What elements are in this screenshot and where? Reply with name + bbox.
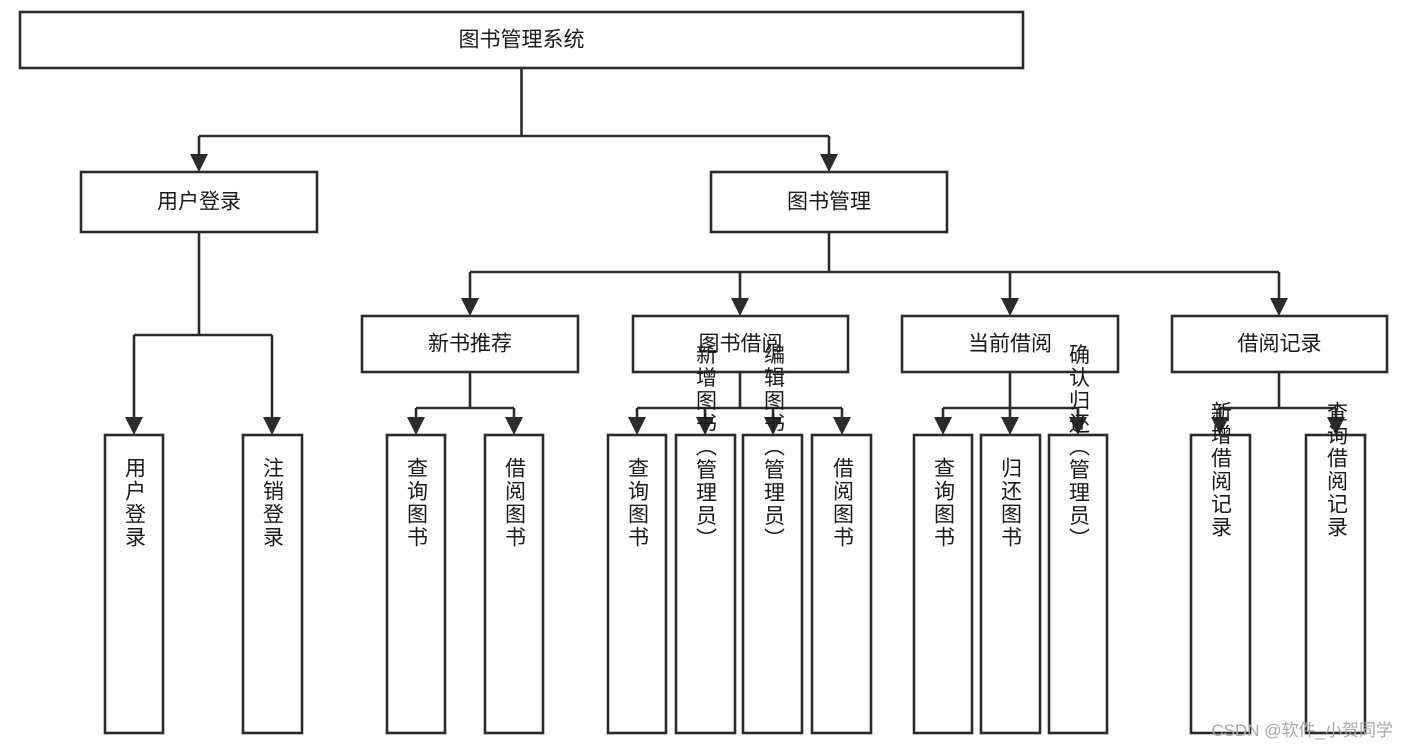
node-user-login-box[interactable] [79, 170, 319, 234]
node-user-login-label: 用户登录 [157, 191, 241, 214]
arrow-head-leaf-borrow-book [833, 417, 851, 435]
node-leaf-query-book-borrow-label: 查询图书 [626, 457, 650, 549]
node-leaf-confirm-return-admin[interactable]: 确认归还（管理员） [1047, 344, 1109, 735]
arrow-head-leaf-user-login [125, 417, 143, 435]
arrow-head-leaf-add-book-admin [696, 417, 714, 435]
node-leaf-query-book-borrow-box[interactable] [606, 433, 668, 735]
node-leaf-logout-login-box[interactable] [241, 433, 304, 735]
arrow-head-leaf-confirm-return-admin [1069, 417, 1087, 435]
node-user-login[interactable]: 用户登录 [79, 170, 319, 234]
arrow-head-book-manage [820, 154, 838, 172]
node-new-book-recommend-box[interactable] [360, 314, 580, 374]
arrow-head-leaf-query-book-current [934, 417, 952, 435]
node-book-borrow[interactable]: 图书借阅 [631, 314, 850, 374]
node-new-book-recommend-label: 新书推荐 [428, 333, 512, 356]
arrow-head-leaf-return-book [1001, 417, 1019, 435]
node-leaf-logout-login-label: 注销登录 [261, 457, 285, 549]
node-leaf-return-book[interactable]: 归还图书 [979, 433, 1042, 735]
node-book-manage[interactable]: 图书管理 [709, 170, 949, 234]
node-leaf-query-book-current-label: 查询图书 [932, 457, 956, 549]
node-leaf-query-book-current-box[interactable] [912, 433, 974, 735]
arrow-head-new-book-recommend [461, 298, 479, 316]
node-leaf-edit-book-admin[interactable]: 编辑图书（管理员） [741, 344, 804, 735]
node-leaf-return-book-label: 归还图书 [999, 457, 1023, 549]
node-book-borrow-box[interactable] [631, 314, 850, 374]
node-borrow-record-box[interactable] [1170, 314, 1389, 374]
node-leaf-confirm-return-admin-label: 确认归还（管理员） [1067, 344, 1091, 551]
node-leaf-add-book-admin-box[interactable] [674, 433, 737, 735]
node-leaf-add-borrow-record-label: 新增借阅记录 [1209, 401, 1233, 539]
node-root-label: 图书管理系统 [459, 29, 585, 52]
node-leaf-borrow-book-label: 借阅图书 [831, 457, 855, 549]
node-leaf-user-login-box[interactable] [103, 433, 165, 735]
node-leaf-edit-book-admin-label: 编辑图书（管理员） [762, 344, 786, 551]
node-leaf-query-borrow-record-box[interactable] [1304, 433, 1367, 735]
arrow-head-leaf-logout-login [263, 417, 281, 435]
node-book-manage-box[interactable] [709, 170, 949, 234]
node-leaf-user-login-label: 用户登录 [123, 457, 147, 549]
node-leaf-confirm-return-admin-box[interactable] [1047, 433, 1109, 735]
arrow-head-leaf-add-borrow-record [1211, 417, 1229, 435]
node-leaf-borrow-book-recommend[interactable]: 借阅图书 [483, 433, 545, 735]
node-leaf-borrow-book-box[interactable] [810, 433, 873, 735]
node-root[interactable]: 图书管理系统 [18, 10, 1025, 70]
arrow-head-book-borrow [731, 298, 749, 316]
node-current-borrow-label: 当前借阅 [968, 333, 1052, 356]
node-leaf-query-book-recommend[interactable]: 查询图书 [385, 433, 447, 735]
node-leaf-add-book-admin[interactable]: 新增图书（管理员） [674, 344, 737, 735]
node-leaf-logout-login[interactable]: 注销登录 [241, 433, 304, 735]
arrow-head-leaf-borrow-book-recommend [505, 417, 523, 435]
node-leaf-query-borrow-record-label: 查询借阅记录 [1325, 401, 1349, 539]
node-leaf-query-book-borrow[interactable]: 查询图书 [606, 433, 668, 735]
node-leaf-add-book-admin-label: 新增图书（管理员） [694, 344, 718, 551]
arrow-head-user-login [190, 154, 208, 172]
node-current-borrow-box[interactable] [900, 314, 1120, 374]
node-leaf-query-book-recommend-box[interactable] [385, 433, 447, 735]
node-current-borrow[interactable]: 当前借阅 [900, 314, 1120, 374]
arrow-head-leaf-query-book-borrow [628, 417, 646, 435]
node-root-box[interactable] [18, 10, 1025, 70]
arrow-head-leaf-query-book-recommend [407, 417, 425, 435]
arrow-head-current-borrow [1001, 298, 1019, 316]
node-leaf-return-book-box[interactable] [979, 433, 1042, 735]
node-leaf-query-book-recommend-label: 查询图书 [405, 457, 429, 549]
node-book-manage-label: 图书管理 [787, 191, 871, 214]
node-borrow-record[interactable]: 借阅记录 [1170, 314, 1389, 374]
node-leaf-query-book-current[interactable]: 查询图书 [912, 433, 974, 735]
node-book-borrow-label: 图书借阅 [699, 333, 783, 356]
node-borrow-record-label: 借阅记录 [1238, 333, 1322, 356]
node-new-book-recommend[interactable]: 新书推荐 [360, 314, 580, 374]
node-leaf-edit-book-admin-box[interactable] [741, 433, 804, 735]
connector-layer [125, 68, 1345, 435]
node-leaf-query-borrow-record[interactable]: 查询借阅记录 [1304, 401, 1367, 735]
node-leaf-add-borrow-record-box[interactable] [1189, 433, 1252, 735]
node-leaf-user-login[interactable]: 用户登录 [103, 433, 165, 735]
node-leaf-borrow-book[interactable]: 借阅图书 [810, 433, 873, 735]
node-leaf-borrow-book-recommend-box[interactable] [483, 433, 545, 735]
node-leaf-add-borrow-record[interactable]: 新增借阅记录 [1189, 401, 1252, 735]
arrow-head-leaf-query-borrow-record [1327, 417, 1345, 435]
node-leaf-borrow-book-recommend-label: 借阅图书 [503, 457, 527, 549]
arrow-head-borrow-record [1270, 298, 1288, 316]
arrow-head-leaf-edit-book-admin [764, 417, 782, 435]
